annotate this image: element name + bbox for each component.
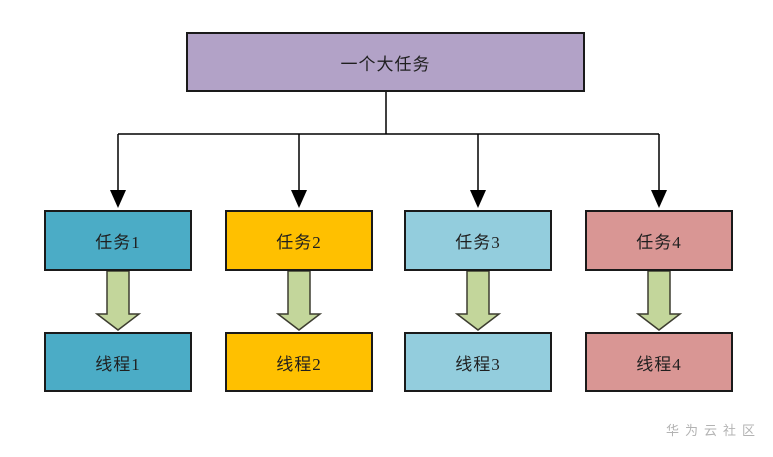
thread-label-3: 线程3 [455,354,501,374]
block-arrow-down-3 [454,270,502,331]
block-arrow-down-2 [275,270,323,331]
thread-box-2: 线程2 [225,332,373,392]
root-task-label: 一个大任务 [340,54,431,74]
watermark-text: 华为云社区 [665,423,761,438]
thread-box-4: 线程4 [585,332,733,392]
task-box-4: 任务4 [585,210,733,271]
thread-label-2: 线程2 [276,354,322,374]
thread-label-4: 线程4 [636,354,682,374]
task-label-1: 任务1 [95,233,141,252]
block-arrow-down-1 [94,270,142,331]
fanout-arrowhead-3 [470,190,486,208]
task-label-2: 任务2 [276,233,322,252]
thread-label-1: 线程1 [95,354,141,374]
thread-box-3: 线程3 [404,332,552,392]
task-box-1: 任务1 [44,210,192,271]
block-arrow-down-4 [635,270,683,331]
task-label-4: 任务4 [636,233,682,252]
thread-box-1: 线程1 [44,332,192,392]
task-label-3: 任务3 [455,233,501,252]
fanout-arrowhead-4 [651,190,667,208]
fanout-connector-lines [117,92,660,192]
root-task-box: 一个大任务 [186,32,585,92]
task-box-2: 任务2 [225,210,373,271]
fanout-arrowhead-2 [291,190,307,208]
task-box-3: 任务3 [404,210,552,271]
fanout-arrowhead-1 [110,190,126,208]
